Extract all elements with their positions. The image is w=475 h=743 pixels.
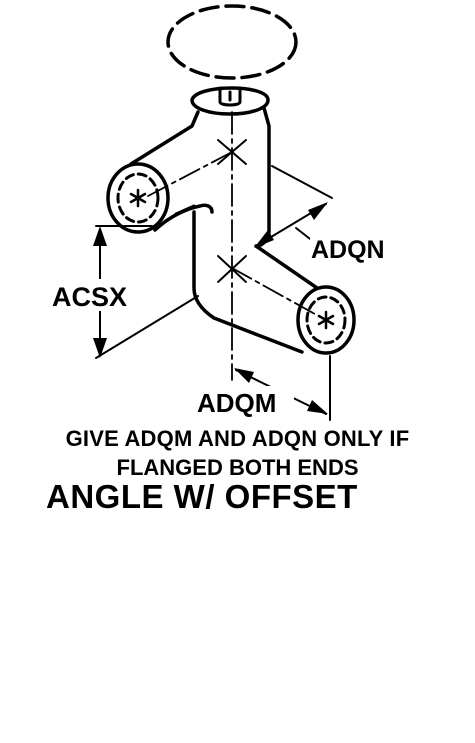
acsx-label: ACSX	[52, 282, 127, 312]
extension-lower-left	[95, 295, 199, 359]
upper-flange-asterisk	[129, 188, 147, 208]
body-left-outline	[129, 110, 200, 166]
handwheel-outline	[166, 4, 298, 80]
lower-flange-inner	[305, 295, 347, 345]
upper-center-cross	[217, 139, 247, 165]
adqm-arrowhead-right	[307, 400, 328, 414]
acsx-arrowhead-bottom	[93, 338, 107, 358]
lower-arm-centerline	[231, 267, 323, 319]
acsx-arrowhead-top	[93, 226, 107, 246]
note-line-2: FLANGED BOTH ENDS	[116, 455, 359, 480]
note-line-1: GIVE ADQM AND ADQN ONLY IF	[65, 426, 410, 451]
extension-upper-right	[271, 165, 333, 199]
inner-notch	[174, 204, 196, 216]
adqm-arrowhead-left	[234, 368, 254, 383]
adqn-arrowhead-upper	[308, 202, 328, 220]
adqn-arrowhead-lower	[254, 230, 274, 248]
lower-body-left-outline	[192, 210, 304, 354]
lower-center-cross	[217, 255, 247, 283]
stem-nut	[218, 86, 242, 107]
diagram-title: ANGLE W/ OFFSET	[46, 478, 358, 515]
upper-arm-centerline	[147, 151, 233, 197]
adqm-label: ADQM	[197, 388, 276, 418]
upper-flange-inner	[116, 172, 160, 224]
upper-arm-lower-edge	[153, 203, 214, 232]
adqn-label: ADQN	[311, 236, 385, 264]
